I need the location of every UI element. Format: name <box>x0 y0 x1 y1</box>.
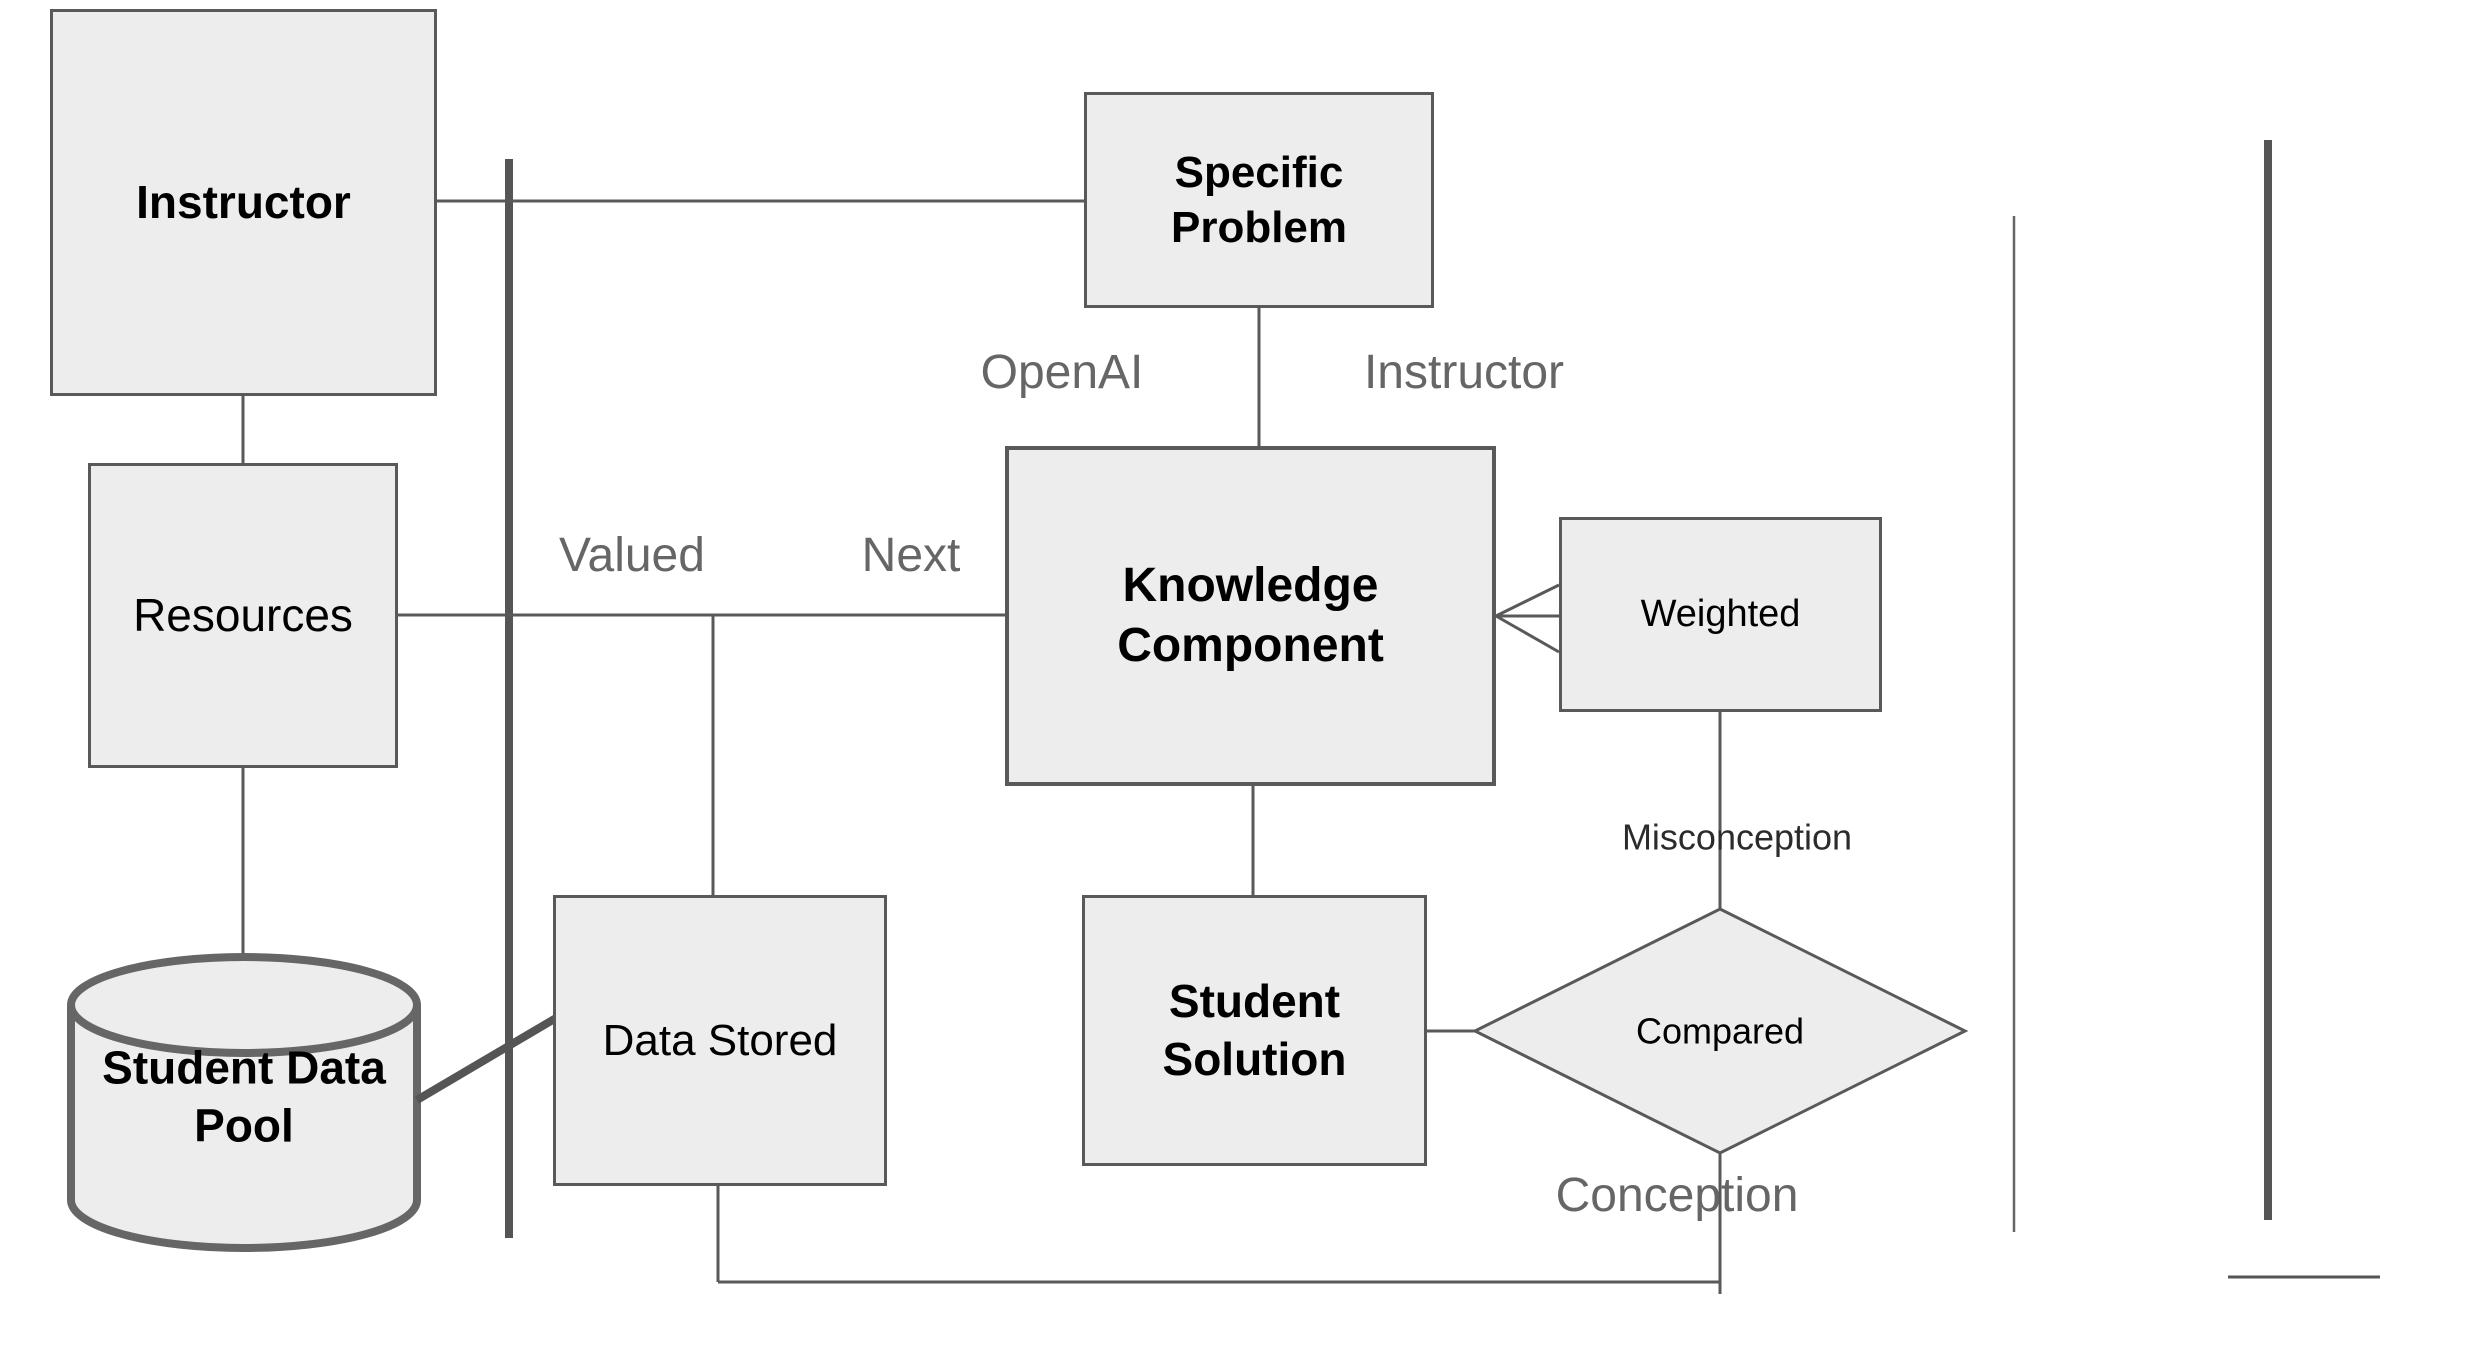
label-valued: Valued <box>559 529 705 583</box>
compared-label: Compared <box>1635 1010 1805 1052</box>
label-openai: OpenAI <box>980 346 1144 400</box>
student-data-pool-cylinder <box>67 953 421 1252</box>
entity-student-solution: Student Solution <box>1082 895 1427 1166</box>
entity-instructor: Instructor <box>50 9 437 396</box>
entity-specific-problem: Specific Problem <box>1084 92 1434 308</box>
label-instructor-relationship: Instructor <box>1363 346 1565 400</box>
compared-diamond <box>1471 907 1969 1155</box>
entity-knowledge-component: Knowledge Component <box>1005 446 1496 786</box>
label-conception: Conception <box>1555 1169 1799 1223</box>
label-misconception: Misconception <box>1621 816 1853 858</box>
student-data-pool-label: Student Data Pool <box>102 1041 386 1152</box>
entity-resources: Resources <box>88 463 398 768</box>
label-next: Next <box>861 529 961 583</box>
entity-weighted: Weighted <box>1559 517 1882 712</box>
edge-pool-data-stored-diagonal <box>414 1014 559 1104</box>
crows-foot-arrow <box>1495 583 1560 654</box>
entity-data-stored: Data Stored <box>553 895 887 1186</box>
